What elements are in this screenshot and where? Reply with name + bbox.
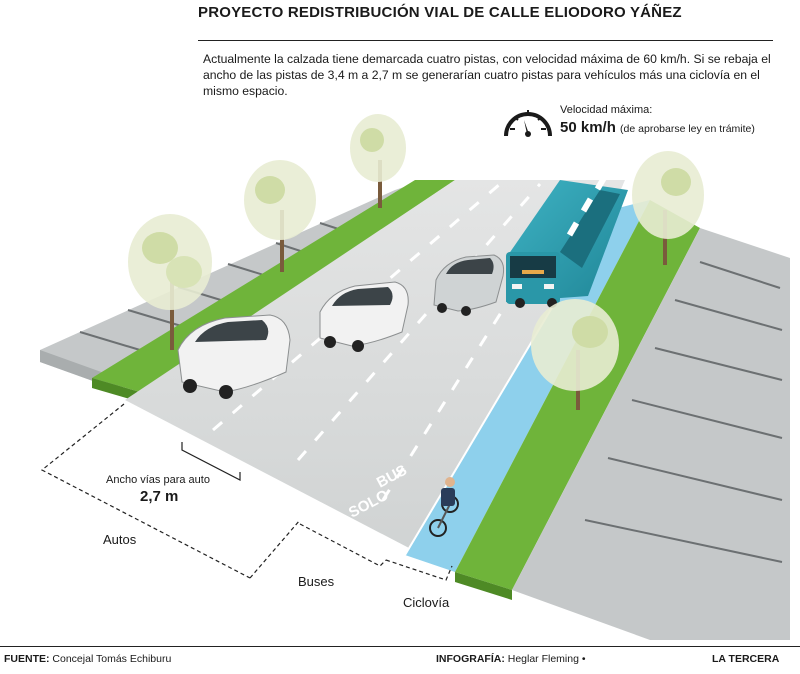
lane-width-value: 2,7 m — [140, 488, 179, 505]
speed-note: (de aprobarse ley en trámite) — [620, 123, 755, 135]
footer-credit: INFOGRAFÍA: Heglar Fleming • — [436, 653, 586, 665]
buses-label: Buses — [298, 574, 335, 589]
car-front-left — [177, 314, 291, 399]
lane-width-bracket — [181, 442, 241, 481]
car-rear — [433, 254, 505, 316]
tree-left-1 — [128, 214, 212, 350]
bus — [506, 175, 628, 308]
lane-width-label: Ancho vías para auto — [106, 474, 210, 486]
left-grass-strip — [92, 180, 455, 392]
intro-paragraph: Actualmente la calzada tiene demarcada c… — [203, 52, 771, 98]
title-divider — [198, 40, 773, 41]
speed-value-number: 50 km/h — [560, 119, 616, 136]
tree-left-2 — [244, 160, 316, 272]
cyclist — [429, 477, 459, 537]
speedometer-icon — [504, 110, 552, 137]
credit-text: Heglar Fleming • — [507, 653, 586, 665]
brand-logo: LA TERCERA — [712, 653, 780, 665]
tree-left-3 — [350, 114, 406, 208]
right-sidewalk — [512, 228, 790, 640]
source-text: Concejal Tomás Echiburu — [52, 653, 172, 665]
speed-value: 50 km/h (de aprobarse ley en trámite) — [560, 119, 755, 136]
speed-limit-box: Velocidad máxima: 50 km/h (de aprobarse … — [502, 100, 792, 140]
tree-right-1 — [531, 299, 619, 410]
source-label: FUENTE: — [4, 653, 50, 665]
car-middle — [319, 281, 409, 352]
credit-label: INFOGRAFÍA: — [436, 653, 505, 665]
tree-right-2 — [632, 151, 704, 265]
autos-label: Autos — [103, 532, 137, 547]
footer-source: FUENTE: Concejal Tomás Echiburu — [4, 653, 171, 665]
ciclovia-label: Ciclovía — [403, 595, 450, 610]
footer-divider — [0, 646, 800, 647]
page-title: PROYECTO REDISTRIBUCIÓN VIAL DE CALLE EL… — [198, 4, 682, 21]
speed-label: Velocidad máxima: — [560, 104, 653, 116]
dimension-lines — [40, 403, 453, 581]
street-illustration: BUS SOLO — [40, 114, 790, 640]
